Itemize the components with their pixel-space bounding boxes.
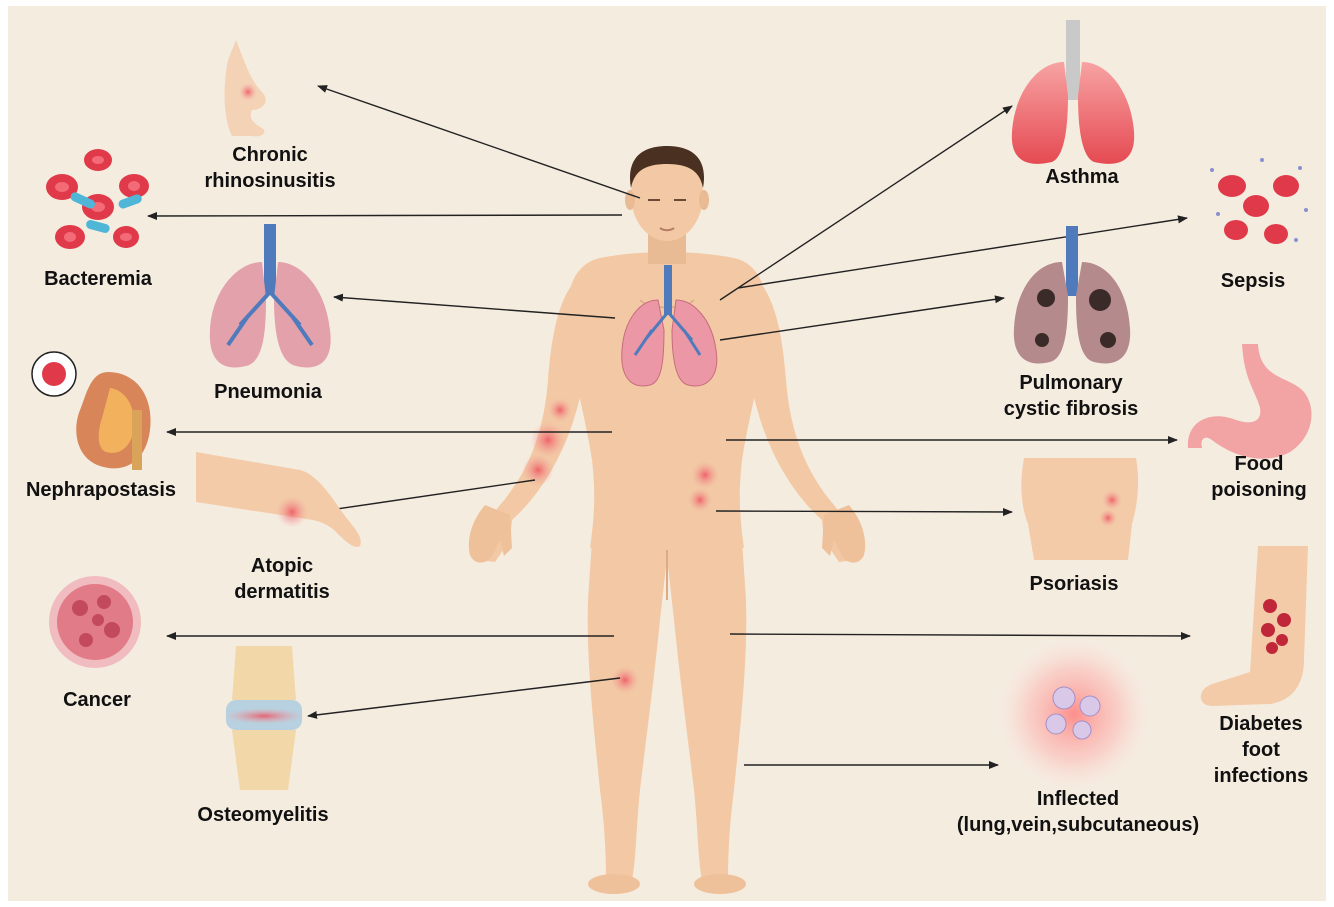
infected-cells-icon: [998, 638, 1150, 790]
label-food-poisoning: Food poisoning: [1211, 451, 1307, 503]
label-pulmonary-cystic-fibrosis: Pulmonary cystic fibrosis: [1004, 370, 1139, 422]
label-line: Atopic: [234, 553, 330, 579]
label-sepsis: Sepsis: [1221, 268, 1285, 294]
label-line: Food: [1211, 451, 1307, 477]
label-line: Pulmonary: [1004, 370, 1139, 396]
label-line: Inflected: [957, 786, 1199, 812]
label-line: dermatitis: [234, 579, 330, 605]
label-diabetes-foot-infections: Diabetes foot infections: [1214, 711, 1308, 789]
label-line: foot: [1214, 737, 1308, 763]
label-bacteremia: Bacteremia: [44, 266, 152, 292]
label-cancer: Cancer: [63, 687, 131, 713]
label-line: (lung,vein,subcutaneous): [957, 812, 1199, 838]
label-asthma: Asthma: [1045, 164, 1118, 190]
label-chronic-rhinosinusitis: Chronic rhinosinusitis: [204, 142, 335, 194]
label-line: Diabetes: [1214, 711, 1308, 737]
label-line: Bacteremia: [44, 266, 152, 292]
abdomen-rash-icon: [1021, 458, 1138, 560]
label-line: Chronic: [204, 142, 335, 168]
label-line: cystic fibrosis: [1004, 396, 1139, 422]
label-line: infections: [1214, 763, 1308, 789]
label-inflected: Inflected (lung,vein,subcutaneous): [957, 786, 1199, 838]
label-line: Nephrapostasis: [26, 477, 176, 503]
label-line: rhinosinusitis: [204, 168, 335, 194]
tumor-cells-icon: [49, 576, 141, 668]
label-line: Sepsis: [1221, 268, 1285, 294]
label-line: poisoning: [1211, 477, 1307, 503]
label-psoriasis: Psoriasis: [1030, 571, 1119, 597]
label-line: Asthma: [1045, 164, 1118, 190]
label-line: Psoriasis: [1030, 571, 1119, 597]
label-atopic-dermatitis: Atopic dermatitis: [234, 553, 330, 605]
label-osteomyelitis: Osteomyelitis: [197, 802, 328, 828]
label-nephrapostasis: Nephrapostasis: [26, 477, 176, 503]
label-pneumonia: Pneumonia: [214, 379, 322, 405]
label-line: Pneumonia: [214, 379, 322, 405]
label-line: Cancer: [63, 687, 131, 713]
label-line: Osteomyelitis: [197, 802, 328, 828]
